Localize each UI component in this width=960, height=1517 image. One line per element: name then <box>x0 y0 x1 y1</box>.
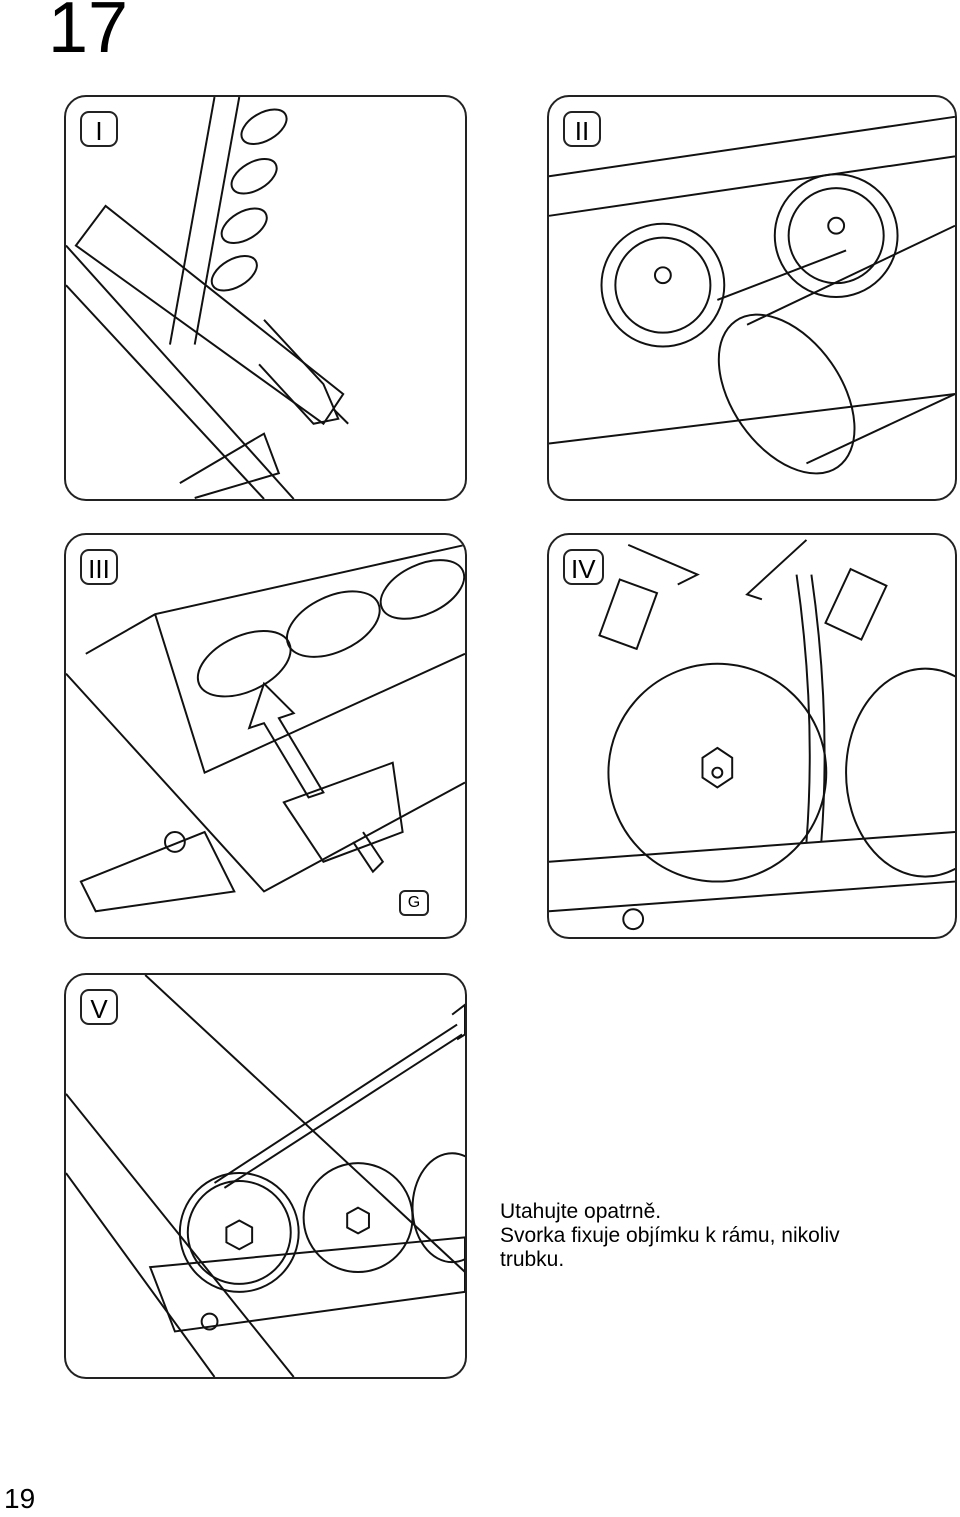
illustration-panel-3: III G <box>64 533 467 939</box>
instruction-caption: Utahujte opatrně. Svorka fixuje objímku … <box>500 1200 940 1272</box>
illustration-panel-1: I <box>64 95 467 501</box>
caption-line: Svorka fixuje objímku k rámu, nikoliv <box>500 1224 840 1247</box>
part-g-label: G <box>399 890 429 916</box>
panel-label: IV <box>563 549 604 585</box>
page-number: 19 <box>4 1483 36 1514</box>
illustration-panel-4: IV <box>547 533 957 939</box>
panel-label: II <box>563 111 601 147</box>
illustration-panel-5: V <box>64 973 467 1379</box>
mounting-bracket-illustration <box>66 97 349 499</box>
step-number: 17 <box>48 0 129 68</box>
tube-socket-illustration <box>549 115 955 475</box>
panel-label: V <box>80 989 118 1025</box>
caption-line: Utahujte opatrně. <box>500 1200 662 1223</box>
end-cap-illustration <box>66 543 465 913</box>
clamp-illustration <box>549 539 955 931</box>
illustration-panel-2: II <box>547 95 957 501</box>
caption-line: trubku. <box>500 1248 565 1271</box>
screwdriver-tightening-illustration <box>66 975 465 1377</box>
panel-label: III <box>80 549 118 585</box>
panel-label: I <box>80 111 118 147</box>
